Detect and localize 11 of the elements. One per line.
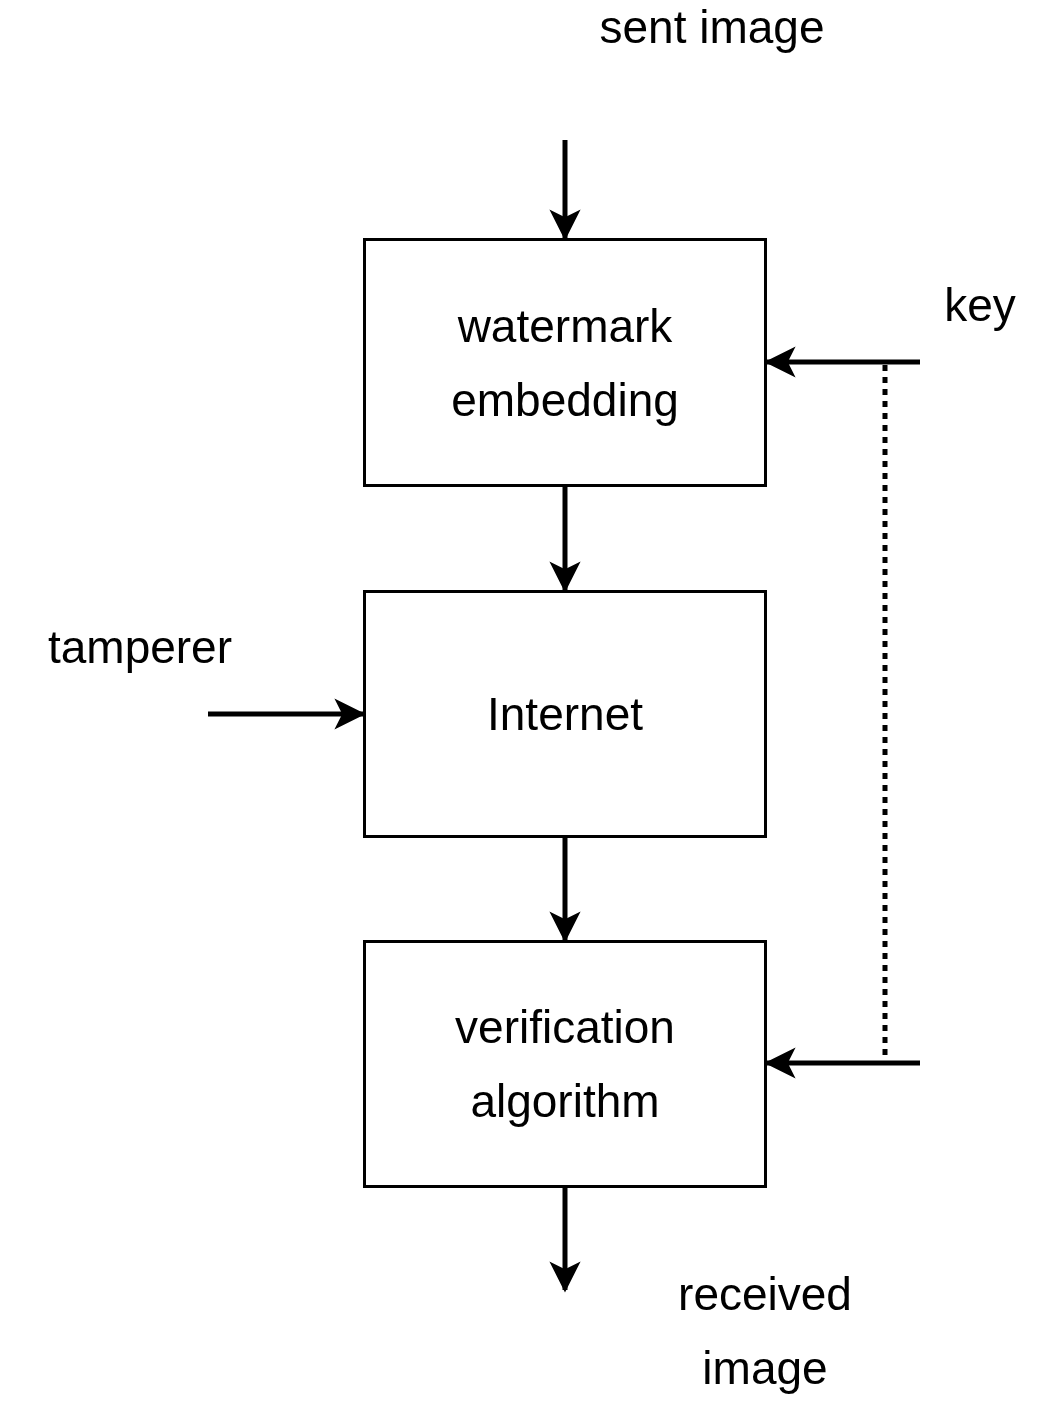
text-label: key xyxy=(943,278,1017,333)
text-label: sent image xyxy=(598,0,826,55)
process-box xyxy=(363,590,767,838)
box-label: watermark embedding xyxy=(450,298,680,428)
arrow xyxy=(549,1188,581,1293)
process-box xyxy=(363,940,767,1188)
box-label: verification algorithm xyxy=(454,1000,676,1129)
text-label: received image xyxy=(677,1267,853,1396)
process-box xyxy=(363,238,767,487)
text-label: tamperer xyxy=(46,620,234,675)
box-label: Internet xyxy=(487,687,643,742)
